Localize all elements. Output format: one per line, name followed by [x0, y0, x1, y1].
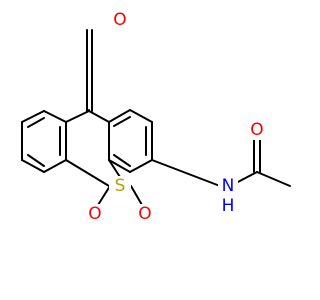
- sulfone-oxygen-right-label: O: [138, 204, 151, 224]
- bond-line: [151, 159, 221, 187]
- bond-line: [27, 117, 45, 128]
- structure-diagram: O S O O N H O: [21, 10, 291, 224]
- bond-line: [43, 110, 67, 123]
- bond-line: [108, 109, 131, 123]
- label-mask: [218, 196, 238, 216]
- bond-line: [21, 159, 45, 173]
- bond-line: [235, 171, 258, 184]
- label-mask: [247, 120, 267, 140]
- bond-line: [65, 110, 90, 123]
- label-mask: [109, 176, 131, 196]
- bond-line: [27, 154, 45, 167]
- bond-line: [65, 159, 110, 187]
- bond-line: [108, 159, 121, 178]
- amide-hydrogen-label: H: [222, 196, 235, 216]
- bond-line: [129, 109, 153, 123]
- bond-line: [130, 185, 143, 206]
- label-mask: [85, 204, 105, 224]
- bond-line: [129, 159, 153, 173]
- bond-line: [256, 171, 291, 187]
- molecule-drawing: O S O O N H O: [21, 10, 291, 224]
- atom-labels-group: O S O O N H O: [85, 10, 267, 224]
- bond-line: [97, 185, 111, 206]
- sulfone-oxygen-left-label: O: [88, 204, 101, 224]
- bond-line: [88, 110, 110, 123]
- bond-line: [113, 154, 131, 167]
- ketone-oxygen-label: O: [113, 10, 126, 30]
- bond-line: [113, 116, 131, 127]
- label-mask: [135, 204, 155, 224]
- amide-oxygen-label: O: [250, 120, 263, 140]
- sulfur-label: S: [115, 176, 126, 196]
- bond-line: [21, 110, 45, 123]
- bonds-group: [21, 29, 291, 206]
- amide-nitrogen-label: N: [222, 176, 235, 196]
- label-mask: [110, 10, 130, 30]
- label-mask: [218, 176, 238, 196]
- bond-line: [108, 159, 131, 173]
- bond-line: [43, 159, 67, 173]
